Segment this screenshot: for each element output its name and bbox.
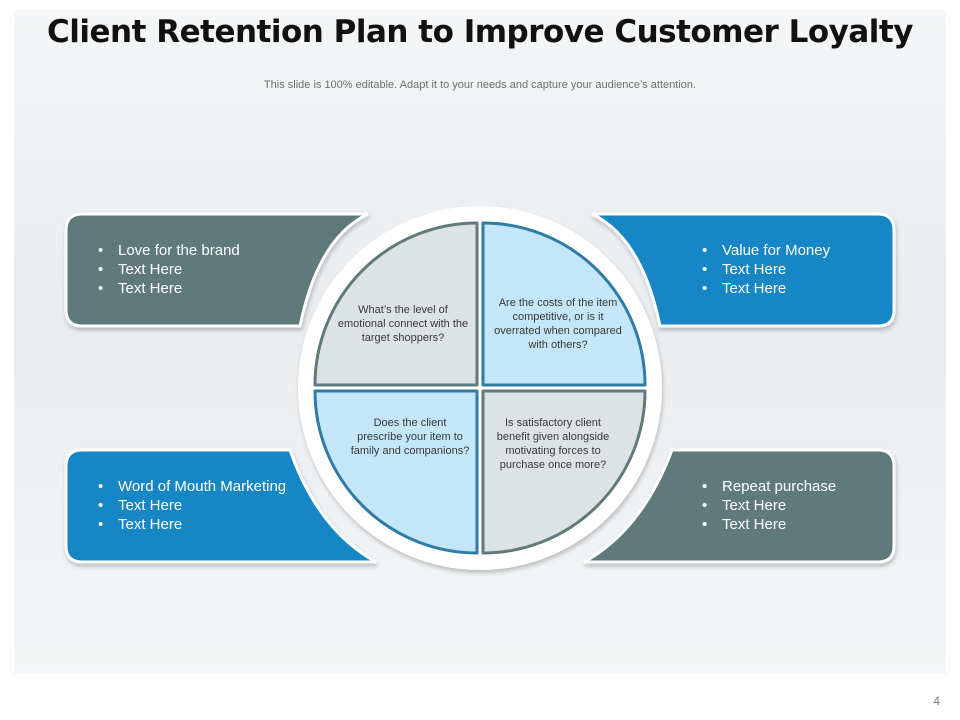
quadrant-top-left [313,221,479,387]
quadrant-bottom-right-text: Is satisfactory client benefit given alo… [496,417,610,471]
circle-halo [298,206,662,570]
panel-bottom-right-list: Repeat purchase Text Here Text Here [702,477,836,534]
quadrant-bottom-left-text: Does the client prescribe your item to f… [350,417,470,457]
list-item: Word of Mouth Marketing [98,477,286,496]
quadrant-top-right-text: Are the costs of the item competitive, o… [494,297,622,351]
quadrant-bottom-left [313,389,479,555]
panel-top-right-list: Value for Money Text Here Text Here [702,241,830,298]
list-item: Text Here [98,260,240,279]
quadrant-top-left-text: What’s the level of emotional connect wi… [337,304,469,344]
list-item: Text Here [98,279,240,298]
panel-top-left-list: Love for the brand Text Here Text Here [98,241,240,298]
list-item: Text Here [98,496,286,515]
list-item: Text Here [702,496,836,515]
quadrant-top-right [481,221,647,387]
quadrant-bottom-right [481,389,647,555]
list-item: Text Here [702,260,830,279]
list-item: Text Here [702,279,830,298]
page-number: 4 [933,694,940,708]
list-item: Text Here [702,515,836,534]
slide-subtitle: This slide is 100% editable. Adapt it to… [263,79,697,91]
slide-title: Client Retention Plan to Improve Custome… [47,14,913,50]
list-item: Repeat purchase [702,477,836,496]
list-item: Value for Money [702,241,830,260]
list-item: Love for the brand [98,241,240,260]
panel-bottom-left-list: Word of Mouth Marketing Text Here Text H… [98,477,286,534]
list-item: Text Here [98,515,286,534]
